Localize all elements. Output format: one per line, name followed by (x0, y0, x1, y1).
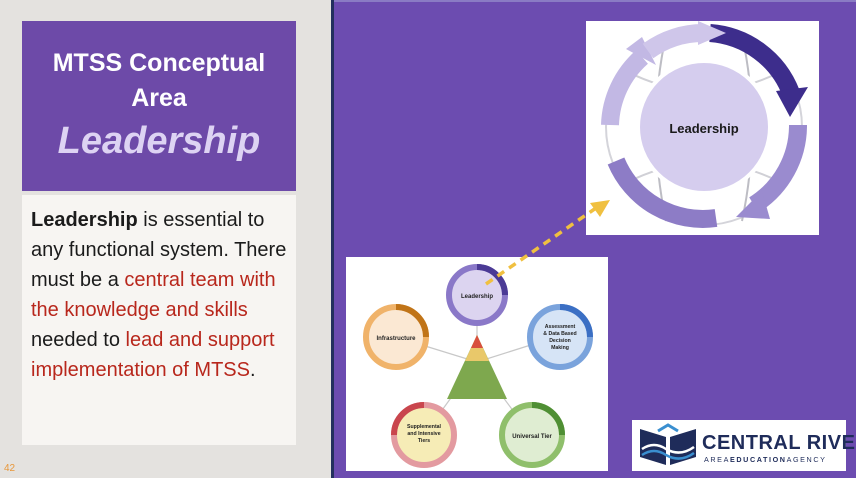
body-highlight-1: central team with the knowledge and skil… (31, 269, 276, 321)
supplemental-label-1: Supplemental (407, 424, 442, 430)
logo-tag-education: EDUCATION (729, 455, 787, 464)
assessment-label-2: & Data Based (543, 331, 576, 337)
title-box: MTSS Conceptual Area Leadership (22, 21, 296, 191)
leadership-node-label: Leadership (461, 294, 493, 300)
mtss-diagram: Leadership Assessment & Data Based Decis… (363, 264, 593, 468)
assessment-label-4: Making (551, 345, 569, 351)
title-italic: Leadership (57, 120, 261, 162)
body-segment-2: needed to (31, 329, 126, 351)
supplemental-label-2: and Intensive (407, 431, 440, 437)
body-text: Leadership is essential to any functiona… (31, 205, 293, 385)
mtss-diagram-card: Leadership Assessment & Data Based Decis… (346, 257, 608, 471)
logo-name: CENTRAL RIVERS (702, 432, 856, 454)
body-period: . (249, 359, 256, 381)
logo-tagline: AREAEDUCATIONAGENCY (704, 455, 827, 464)
logo-tag-area: AREA (704, 455, 730, 464)
body-highlight-2: lead and support implementation of MTSS (31, 329, 275, 381)
leadership-cycle-graphic: Leadership (601, 21, 808, 228)
top-line (334, 0, 856, 2)
assessment-label-1: Assessment (545, 324, 576, 330)
body-box: Leadership is essential to any functiona… (22, 195, 296, 445)
logo-tag-agency: AGENCY (786, 455, 827, 464)
supplemental-label-3: Tiers (418, 438, 430, 444)
body-bold-term: Leadership (31, 209, 138, 231)
leadership-graphic-label: Leadership (669, 121, 738, 136)
book-wave-icon (640, 423, 696, 465)
infrastructure-label: Infrastructure (376, 336, 416, 342)
leadership-graphic-card: Leadership (586, 21, 819, 235)
pyramid-icon (447, 335, 507, 399)
assessment-label-3: Decision (549, 338, 571, 344)
slide-number: 42 (4, 463, 16, 474)
title-line-1: MTSS Conceptual (52, 49, 266, 77)
universal-tier-label: Universal Tier (512, 434, 552, 440)
body-segment-1: is essential to any functional system. T… (31, 209, 287, 291)
title-line-2: Area (131, 84, 187, 112)
central-rivers-logo: CENTRAL RIVERS AREAEDUCATIONAGENCY (632, 420, 856, 471)
